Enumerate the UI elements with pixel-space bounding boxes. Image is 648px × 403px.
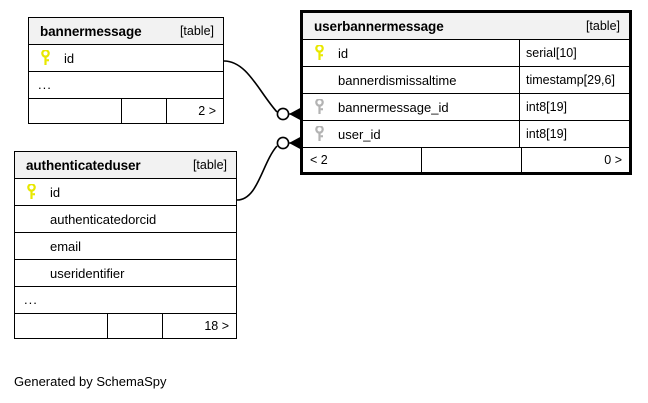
generated-by-caption: Generated by SchemaSpy: [14, 374, 167, 389]
no-key-spacer: [24, 211, 50, 227]
column-cell: email: [15, 233, 236, 259]
table-header-userbannermessage: userbannermessage [table]: [303, 13, 629, 40]
table-row[interactable]: user_id int8[19]: [303, 121, 629, 148]
footer-parents-count: [15, 314, 107, 338]
column-name: bannerdismissaltime: [338, 72, 457, 88]
footer-parents-count[interactable]: < 2: [310, 153, 328, 167]
column-type: serial[10]: [519, 40, 629, 66]
primary-key-icon: [312, 45, 338, 61]
column-name: id: [64, 50, 75, 66]
table-row-more: ...: [15, 287, 236, 314]
column-name: bannermessage_id: [338, 99, 449, 115]
footer-parents-count: [29, 99, 121, 123]
more-columns-ellipsis: ...: [24, 292, 38, 307]
table-row[interactable]: id: [15, 179, 236, 206]
footer-children-count[interactable]: 0 >: [521, 148, 629, 172]
table-type-tag: [table]: [192, 158, 227, 172]
table-name: userbannermessage: [314, 18, 444, 34]
primary-key-icon: [24, 184, 50, 200]
foreign-key-icon: [312, 99, 338, 115]
column-name: email: [50, 238, 82, 254]
no-key-spacer: [24, 238, 50, 254]
table-type-tag: [table]: [179, 24, 214, 38]
column-name: authenticatedorcid: [50, 211, 157, 227]
table-row[interactable]: useridentifier: [15, 260, 236, 287]
table-row[interactable]: id: [29, 45, 223, 72]
table-row[interactable]: email: [15, 233, 236, 260]
table-row[interactable]: bannerdismissaltime timestamp[29,6]: [303, 67, 629, 94]
footer-children-count[interactable]: 2 >: [166, 99, 223, 123]
table-footer: < 2 0 >: [303, 148, 629, 172]
more-columns-ellipsis: ...: [38, 77, 52, 92]
footer-middle: [107, 314, 162, 338]
footer-children-count[interactable]: 18 >: [162, 314, 236, 338]
no-key-spacer: [312, 72, 338, 88]
foreign-key-icon: [312, 126, 338, 142]
table-row[interactable]: authenticatedorcid: [15, 206, 236, 233]
column-name: useridentifier: [50, 265, 125, 281]
table-userbannermessage[interactable]: userbannermessage [table] id serial[10] …: [300, 10, 632, 175]
column-cell: useridentifier: [15, 260, 236, 286]
column-cell: authenticatedorcid: [15, 206, 236, 232]
no-key-spacer: [24, 265, 50, 281]
relationship-authenticateduser-to-userbannermessage: [236, 136, 303, 201]
table-name: authenticateduser: [26, 157, 141, 173]
column-name: id: [50, 184, 61, 200]
table-authenticateduser[interactable]: authenticateduser [table] id authenticat…: [14, 151, 237, 339]
table-header-authenticateduser: authenticateduser [table]: [15, 152, 236, 179]
primary-key-icon: [38, 50, 64, 66]
relationship-bannermessage-to-userbannermessage: [223, 60, 303, 121]
column-type: timestamp[29,6]: [519, 67, 629, 93]
table-row[interactable]: bannermessage_id int8[19]: [303, 94, 629, 121]
cardinality-zero-circle: [276, 136, 290, 150]
footer-middle: [421, 148, 521, 172]
column-cell: bannermessage_id: [303, 94, 519, 120]
column-cell: bannerdismissaltime: [303, 67, 519, 93]
more-columns-cell: ...: [29, 72, 223, 98]
table-header-bannermessage: bannermessage [table]: [29, 18, 223, 45]
table-bannermessage[interactable]: bannermessage [table] id ...: [28, 17, 224, 124]
more-columns-cell: ...: [15, 287, 236, 313]
table-footer: 2 >: [29, 99, 223, 123]
column-name: id: [338, 45, 349, 61]
cardinality-zero-circle: [276, 107, 290, 121]
column-name: user_id: [338, 126, 381, 142]
column-cell: id: [15, 179, 236, 205]
table-row[interactable]: id serial[10]: [303, 40, 629, 67]
column-type: int8[19]: [519, 121, 629, 147]
table-type-tag: [table]: [585, 19, 620, 33]
table-footer: 18 >: [15, 314, 236, 338]
column-type: int8[19]: [519, 94, 629, 120]
footer-middle: [121, 99, 166, 123]
table-name: bannermessage: [40, 23, 142, 39]
column-cell: user_id: [303, 121, 519, 147]
table-row-more: ...: [29, 72, 223, 99]
column-cell: id: [303, 40, 519, 66]
column-cell: id: [29, 45, 223, 71]
